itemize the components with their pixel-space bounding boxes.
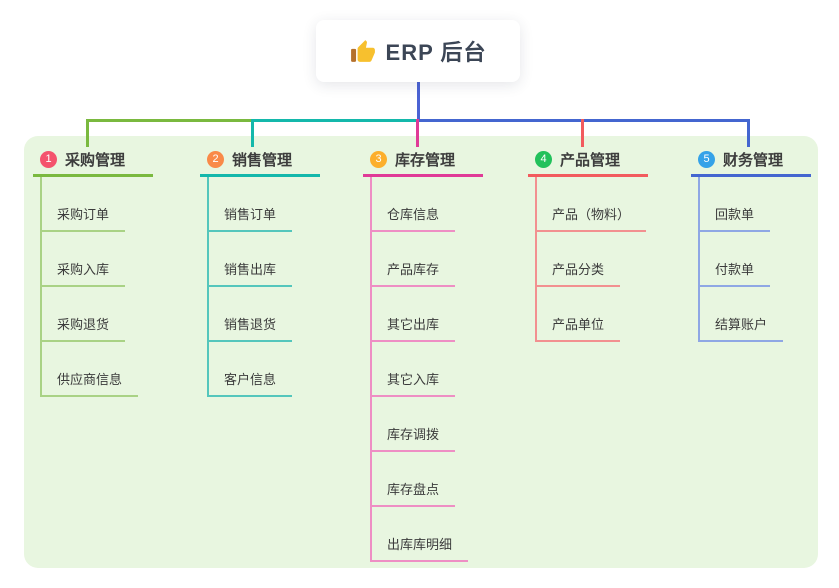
branch-title-inventory[interactable]: 3 库存管理 (363, 148, 483, 177)
child-node[interactable]: 采购订单 (40, 204, 126, 232)
child-node[interactable]: 回款单 (698, 204, 771, 232)
branch-number-badge: 4 (535, 150, 552, 168)
branch-number-badge: 5 (698, 150, 715, 168)
branch-child-connector-line (370, 177, 372, 562)
child-node[interactable]: 其它入库 (370, 369, 456, 397)
connector-horizontal-segment-3 (418, 119, 750, 122)
child-node[interactable]: 采购入库 (40, 259, 126, 287)
child-node[interactable]: 其它出库 (370, 314, 456, 342)
child-node[interactable]: 客户信息 (207, 369, 293, 397)
branch-number-badge: 1 (40, 150, 57, 168)
child-node[interactable]: 产品（物料） (535, 204, 647, 232)
branches-background-panel (24, 136, 818, 568)
child-node[interactable]: 采购退货 (40, 314, 126, 342)
child-node[interactable]: 销售订单 (207, 204, 293, 232)
branch-column-product: 4 产品管理 产品（物料） 产品分类 产品单位 (528, 148, 648, 342)
connector-horizontal-segment-1 (86, 119, 253, 122)
branch-title-label: 销售管理 (232, 151, 293, 169)
branch-child-connector-line (698, 177, 700, 342)
child-node[interactable]: 销售出库 (207, 259, 293, 287)
child-node[interactable]: 销售退货 (207, 314, 293, 342)
branch-title-label: 库存管理 (395, 151, 456, 169)
connector-drop-line-2 (251, 119, 254, 147)
child-node[interactable]: 出库库明细 (370, 534, 469, 562)
connector-drop-line-5 (747, 119, 750, 147)
child-node[interactable]: 库存盘点 (370, 479, 456, 507)
branch-child-connector-line (40, 177, 42, 397)
connector-horizontal-segment-2 (253, 119, 418, 122)
branch-child-connector-line (207, 177, 209, 397)
branch-title-label: 财务管理 (723, 151, 784, 169)
child-node[interactable]: 产品库存 (370, 259, 456, 287)
child-node[interactable]: 库存调拨 (370, 424, 456, 452)
branch-children: 采购订单 采购入库 采购退货 供应商信息 (40, 177, 153, 397)
branch-number-badge: 3 (370, 150, 387, 168)
root-node[interactable]: ERP 后台 (316, 20, 520, 82)
branch-column-purchase: 1 采购管理 采购订单 采购入库 采购退货 供应商信息 (33, 148, 153, 397)
branch-title-sales[interactable]: 2 销售管理 (200, 148, 320, 177)
child-node[interactable]: 结算账户 (698, 314, 784, 342)
branch-children: 回款单 付款单 结算账户 (698, 177, 811, 342)
branch-title-label: 产品管理 (560, 151, 621, 169)
child-node[interactable]: 仓库信息 (370, 204, 456, 232)
branch-title-purchase[interactable]: 1 采购管理 (33, 148, 153, 177)
connector-drop-line-4 (581, 119, 584, 147)
child-node[interactable]: 产品单位 (535, 314, 621, 342)
branch-column-inventory: 3 库存管理 仓库信息 产品库存 其它出库 其它入库 库存调拨 库存盘点 出库库… (363, 148, 483, 562)
branch-column-finance: 5 财务管理 回款单 付款单 结算账户 (691, 148, 811, 342)
child-node[interactable]: 供应商信息 (40, 369, 139, 397)
child-node[interactable]: 付款单 (698, 259, 771, 287)
root-stem-line (417, 82, 420, 121)
branch-children: 产品（物料） 产品分类 产品单位 (535, 177, 648, 342)
branch-children: 销售订单 销售出库 销售退货 客户信息 (207, 177, 320, 397)
branch-number-badge: 2 (207, 150, 224, 168)
root-node-label: ERP 后台 (385, 40, 487, 65)
branch-child-connector-line (535, 177, 537, 342)
connector-drop-line-1 (86, 119, 89, 147)
branch-title-label: 采购管理 (65, 151, 126, 169)
branch-title-product[interactable]: 4 产品管理 (528, 148, 648, 177)
thumbs-up-icon (350, 40, 375, 62)
connector-drop-line-3 (416, 119, 419, 147)
branch-title-finance[interactable]: 5 财务管理 (691, 148, 811, 177)
child-node[interactable]: 产品分类 (535, 259, 621, 287)
branch-children: 仓库信息 产品库存 其它出库 其它入库 库存调拨 库存盘点 出库库明细 (370, 177, 483, 562)
branch-column-sales: 2 销售管理 销售订单 销售出库 销售退货 客户信息 (200, 148, 320, 397)
